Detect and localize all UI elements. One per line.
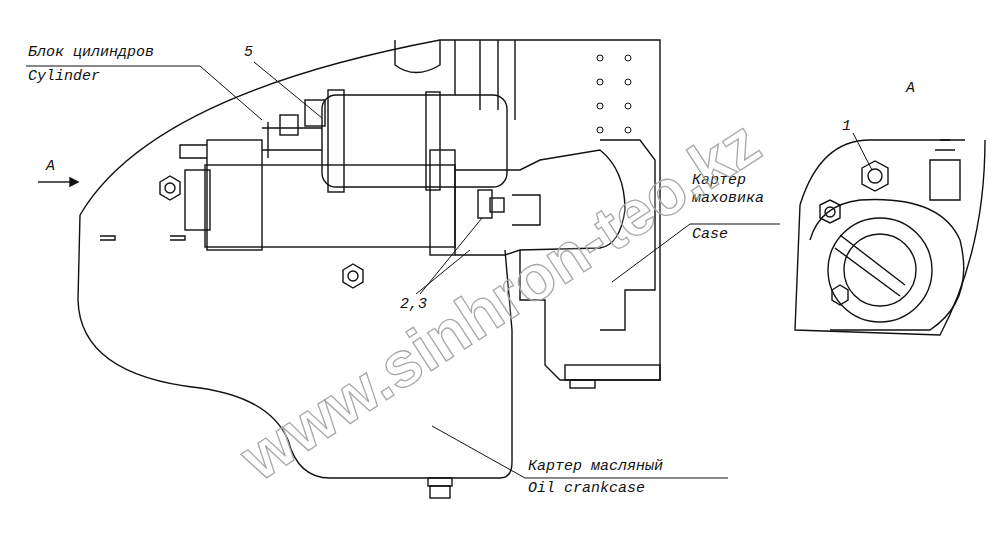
- part-label: Картер масляный: [528, 458, 663, 476]
- view-title: A: [906, 80, 915, 98]
- part-label: Блок цилиндров: [28, 44, 154, 62]
- callout-number: 5: [244, 44, 253, 62]
- part-label-english: Case: [692, 226, 728, 244]
- part-label-english: Oil crankcase: [528, 480, 645, 498]
- part-label-english: Cylinder: [28, 68, 100, 86]
- callout-number: 1: [842, 118, 851, 136]
- view-marker: A: [46, 158, 55, 176]
